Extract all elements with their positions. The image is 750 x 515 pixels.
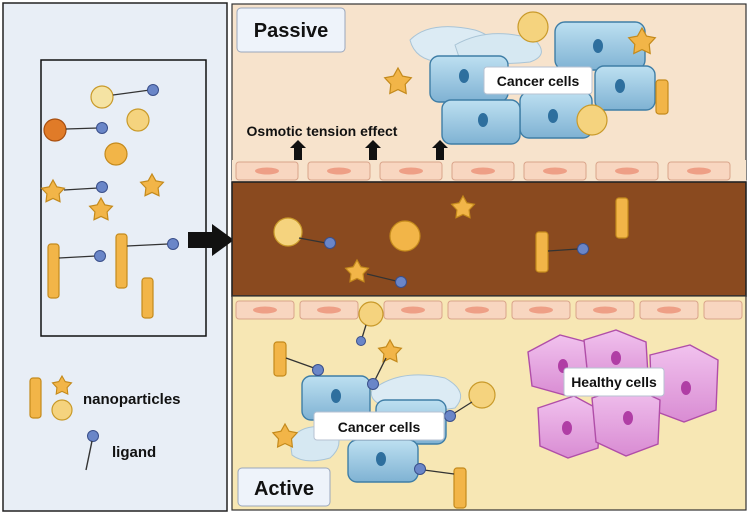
cancer-cells-top-label: Cancer cells	[497, 73, 580, 89]
passive-label-box	[236, 7, 346, 53]
right-arrow-icon	[188, 224, 234, 256]
up-arrow-icon	[365, 140, 381, 162]
legend-rod-icon	[29, 377, 42, 419]
box-nanoparticles	[40, 84, 179, 319]
legend-nanoparticles-label: nanoparticles	[83, 391, 181, 408]
healthy-cells	[527, 329, 719, 459]
cancer-cells-top-box	[483, 66, 593, 95]
legend-ligand-label: ligand	[112, 444, 156, 461]
healthy-cells-box	[563, 367, 665, 397]
cancer-cells-bottom-box	[313, 411, 445, 441]
upper-endothelium	[232, 160, 746, 182]
escaping-particle	[356, 301, 384, 346]
active-cancer-cluster	[271, 338, 496, 509]
blood-vessel	[231, 181, 747, 297]
legend-ligand-icon	[87, 430, 99, 442]
vessel-nanoparticles	[273, 194, 629, 288]
passive-label: Passive	[254, 20, 329, 42]
osmotic-arrows	[290, 140, 448, 162]
passive-cancer-cluster	[383, 11, 669, 145]
osmotic-label: Osmotic tension effect	[247, 123, 398, 139]
legend-sphere-icon	[51, 399, 73, 421]
legend: nanoparticles ligand	[29, 374, 181, 471]
healthy-cells-label: Healthy cells	[571, 374, 657, 390]
active-label-box	[237, 467, 331, 507]
nanoparticle-box	[40, 59, 207, 337]
cancer-cells-bottom-label: Cancer cells	[338, 419, 421, 435]
up-arrow-icon	[432, 140, 448, 162]
up-arrow-icon	[290, 140, 306, 162]
lower-endothelium	[235, 300, 743, 320]
active-label: Active	[254, 478, 314, 500]
legend-star-icon	[51, 374, 73, 396]
